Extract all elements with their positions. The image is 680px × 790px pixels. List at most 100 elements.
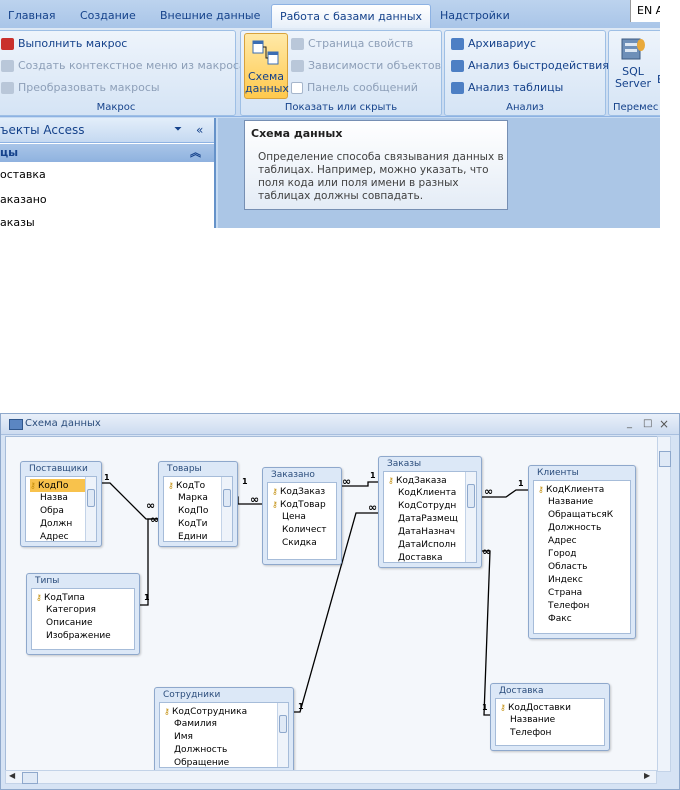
- minimize-button[interactable]: _: [627, 418, 632, 429]
- convert-macros-button[interactable]: Преобразовать макросы: [1, 79, 160, 97]
- field-item[interactable]: Должность: [548, 523, 602, 533]
- close-button[interactable]: ×: [659, 417, 670, 431]
- field-item[interactable]: Страна: [548, 588, 583, 598]
- collapse-pane-icon[interactable]: «: [196, 123, 204, 137]
- table-sotrudniki[interactable]: Сотрудники ⚷КодСотрудника Фамилия Имя До…: [154, 687, 294, 771]
- nav-item-zakazano[interactable]: аказано: [0, 193, 47, 206]
- table-tipy[interactable]: Типы ⚷КодТипа Категория Описание Изображ…: [26, 573, 140, 655]
- tab-create[interactable]: Создание: [80, 9, 136, 22]
- field-item[interactable]: КодКлиента: [398, 488, 457, 498]
- field-item[interactable]: Обращение: [174, 758, 230, 768]
- field-item[interactable]: Название: [548, 497, 594, 507]
- field-item[interactable]: КодСотрудн: [398, 501, 457, 511]
- field-item[interactable]: Едини: [178, 532, 208, 542]
- field-item[interactable]: Изображение: [46, 631, 111, 641]
- field-item[interactable]: Название: [510, 715, 556, 725]
- scroll-thumb[interactable]: [279, 715, 287, 733]
- field-scrollbar[interactable]: [85, 477, 96, 541]
- table-postavshiki[interactable]: Поставщики ⚷КодПо Назва Обра Должн Адрес: [20, 461, 102, 547]
- scroll-thumb[interactable]: [223, 489, 231, 507]
- field-item[interactable]: Скидка: [282, 538, 317, 548]
- create-shortcut-menu-button[interactable]: Создать контекстное меню из макроса: [1, 57, 246, 75]
- rel-many-label: ∞: [484, 485, 494, 498]
- table-zakazano[interactable]: Заказано ⚷КодЗаказ ⚷КодТовар Цена Количе…: [262, 467, 342, 565]
- field-item[interactable]: Адрес: [40, 532, 69, 542]
- group-collapse-icon[interactable]: ︽: [190, 146, 201, 159]
- table-title: Сотрудники: [163, 690, 221, 700]
- field-item[interactable]: ⚷КодТовар: [272, 500, 326, 510]
- field-item[interactable]: КодПо: [178, 506, 209, 516]
- maximize-button[interactable]: □: [643, 418, 653, 429]
- field-item[interactable]: ДатаРазмещ: [398, 514, 458, 524]
- field-scrollbar[interactable]: [221, 477, 232, 541]
- chevron-down-icon[interactable]: ⏷: [174, 124, 182, 135]
- field-item[interactable]: КодТи: [178, 519, 208, 529]
- tab-addins[interactable]: Надстройки: [440, 9, 510, 22]
- field-item[interactable]: ДатаИсполн: [398, 540, 457, 550]
- field-item[interactable]: Должность: [174, 745, 228, 755]
- relationships-canvas[interactable]: 1 ∞ 1 ∞ 1 ∞ ∞ 1 ∞ 1 ∞ 1 ∞ 1 Поставщики ⚷…: [5, 436, 659, 772]
- field-item[interactable]: Телефон: [510, 728, 552, 738]
- table-klienty[interactable]: Клиенты ⚷КодКлиента Название ОбращатьсяК…: [528, 465, 636, 639]
- field-item[interactable]: Город: [548, 549, 577, 559]
- field-item[interactable]: Описание: [46, 618, 93, 628]
- field-item[interactable]: Цена: [282, 512, 306, 522]
- documenter-button[interactable]: Архивариус: [451, 35, 536, 53]
- table-tovary[interactable]: Товары ⚷КодТо Марка КодПо КодТи Едини: [158, 461, 238, 547]
- table-zakazy[interactable]: Заказы ⚷КодЗаказа КодКлиента КодСотрудн …: [378, 456, 482, 568]
- field-item[interactable]: ⚷КодТипа: [36, 593, 85, 603]
- sql-server-button[interactable]: SQL Server: [613, 35, 653, 97]
- field-item[interactable]: Факс: [548, 614, 572, 624]
- field-item[interactable]: ДатаНазнач: [398, 527, 456, 537]
- field-item[interactable]: ⚷КодКлиента: [538, 485, 605, 495]
- performance-analyzer-button[interactable]: Анализ быстродействия: [451, 57, 609, 75]
- window-vertical-scrollbar[interactable]: [657, 436, 671, 772]
- field-item[interactable]: ⚷КодДоставки: [500, 703, 571, 713]
- field-scrollbar[interactable]: [277, 703, 288, 767]
- scroll-thumb[interactable]: [467, 484, 475, 508]
- object-dependencies-button[interactable]: Зависимости объектов: [291, 57, 441, 75]
- property-sheet-button[interactable]: Страница свойств: [291, 35, 413, 53]
- tab-database-tools[interactable]: Работа с базами данных: [271, 4, 432, 29]
- field-item[interactable]: ОбращатьсяК: [548, 510, 614, 520]
- tab-home[interactable]: Главная: [8, 9, 56, 22]
- navigation-pane-header[interactable]: ъекты Access ⏷ «: [0, 118, 214, 143]
- rel-many-label: ∞: [342, 475, 352, 488]
- message-bar-checkbox[interactable]: Панель сообщений: [291, 79, 418, 97]
- field-item[interactable]: Количест: [282, 525, 327, 535]
- field-item[interactable]: ⚷КодЗаказ: [272, 487, 326, 497]
- field-item[interactable]: Категория: [46, 605, 96, 615]
- relationships-button[interactable]: Схема данных: [244, 33, 289, 99]
- field-item[interactable]: Назва: [40, 493, 68, 503]
- field-item[interactable]: ⚷КодПо: [30, 479, 88, 492]
- field-item[interactable]: Область: [548, 562, 588, 572]
- field-item[interactable]: Фамилия: [174, 719, 217, 729]
- scroll-thumb[interactable]: [87, 489, 95, 507]
- table-analyzer-button[interactable]: Анализ таблицы: [451, 79, 563, 97]
- field-item[interactable]: Доставка: [398, 553, 443, 563]
- field-scrollbar[interactable]: [465, 472, 476, 562]
- field-item[interactable]: Индекс: [548, 575, 583, 585]
- field-item[interactable]: Телефон: [548, 601, 590, 611]
- navigation-group-tables[interactable]: цы ︽: [0, 144, 214, 162]
- nav-item-zakazy[interactable]: аказы: [0, 216, 35, 228]
- field-item[interactable]: Обра: [40, 506, 64, 516]
- run-macro-button[interactable]: Выполнить макрос: [1, 35, 127, 53]
- scroll-thumb[interactable]: [22, 772, 38, 784]
- rel-one-label: 1: [482, 703, 488, 712]
- field-item[interactable]: Марка: [178, 493, 208, 503]
- field-item[interactable]: ⚷КодСотрудника: [164, 707, 248, 717]
- scroll-right-icon[interactable]: ▶: [644, 771, 651, 780]
- scroll-left-icon[interactable]: ◀: [9, 771, 16, 780]
- nav-item-dostavka[interactable]: оставка: [0, 168, 46, 181]
- field-item[interactable]: Адрес: [548, 536, 577, 546]
- field-item[interactable]: ⚷КодТо: [168, 481, 206, 491]
- tab-external-data[interactable]: Внешние данные: [160, 9, 261, 22]
- scroll-thumb[interactable]: [659, 451, 671, 467]
- field-item[interactable]: ⚷КодЗаказа: [388, 476, 447, 486]
- language-indicator[interactable]: EN A: [630, 0, 660, 22]
- window-horizontal-scrollbar[interactable]: ◀ ▶: [5, 770, 657, 784]
- field-item[interactable]: Должн: [40, 519, 73, 529]
- table-dostavka[interactable]: Доставка ⚷КодДоставки Название Телефон: [490, 683, 610, 751]
- field-item[interactable]: Имя: [174, 732, 193, 742]
